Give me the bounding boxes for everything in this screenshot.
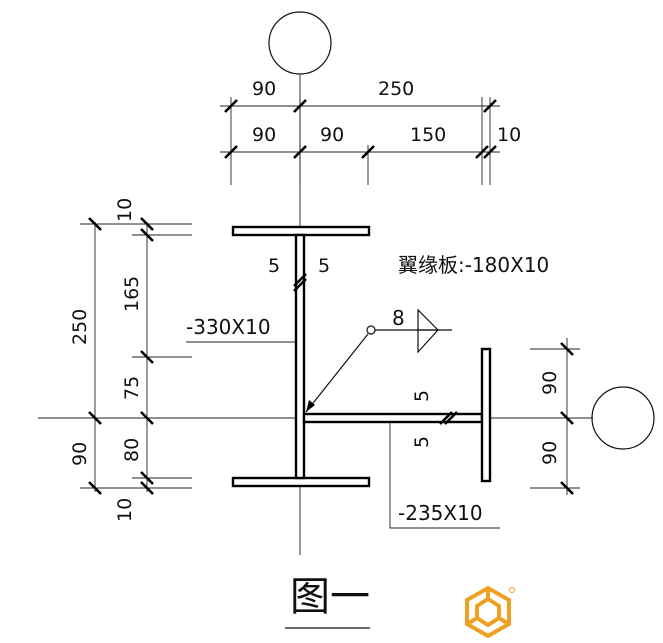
label-web-plate: -330X10 xyxy=(186,315,271,339)
dim-right-90-bottom: 90 xyxy=(539,441,561,465)
dim-left-10-bottom: 10 xyxy=(114,498,136,522)
dim-web-weld-left: 5 xyxy=(268,255,280,277)
dim-top-90: 90 xyxy=(252,78,276,100)
dim-web-weld-right: 5 xyxy=(318,255,330,277)
label-weld-size: 8 xyxy=(392,306,405,330)
label-flange-plate: 翼缘板:-180X10 xyxy=(398,253,549,277)
dim-top-250: 250 xyxy=(378,78,414,100)
dim-left-80: 80 xyxy=(121,438,143,462)
dim-branch-weld-top: 5 xyxy=(411,390,433,402)
dim-top-10: 10 xyxy=(497,124,521,146)
dim-left-165: 165 xyxy=(121,276,143,312)
end-plate xyxy=(480,347,492,483)
left-dimensions xyxy=(80,217,192,495)
dim-left-10-top: 10 xyxy=(114,198,136,222)
dim-top-150: 150 xyxy=(410,124,446,146)
dim-left-75: 75 xyxy=(121,376,143,400)
web-plate xyxy=(294,233,306,480)
hexagon-logo-icon xyxy=(465,585,515,639)
grid-bubble-right xyxy=(591,386,655,450)
dim-left-250: 250 xyxy=(69,309,91,345)
bottom-flange-plate xyxy=(231,476,371,488)
dim-top-90-b: 90 xyxy=(320,124,344,146)
weld-symbol xyxy=(305,308,452,413)
dim-branch-weld-bottom: 5 xyxy=(411,436,433,448)
dim-left-90: 90 xyxy=(69,442,91,466)
dim-right-90-top: 90 xyxy=(539,371,561,395)
label-branch-plate: -235X10 xyxy=(398,501,483,525)
right-dimensions xyxy=(530,338,580,495)
figure-caption: 图一 xyxy=(290,574,370,620)
dim-top-90-a: 90 xyxy=(252,124,276,146)
top-dimensions xyxy=(220,97,500,185)
grid-bubble-top xyxy=(268,11,332,75)
